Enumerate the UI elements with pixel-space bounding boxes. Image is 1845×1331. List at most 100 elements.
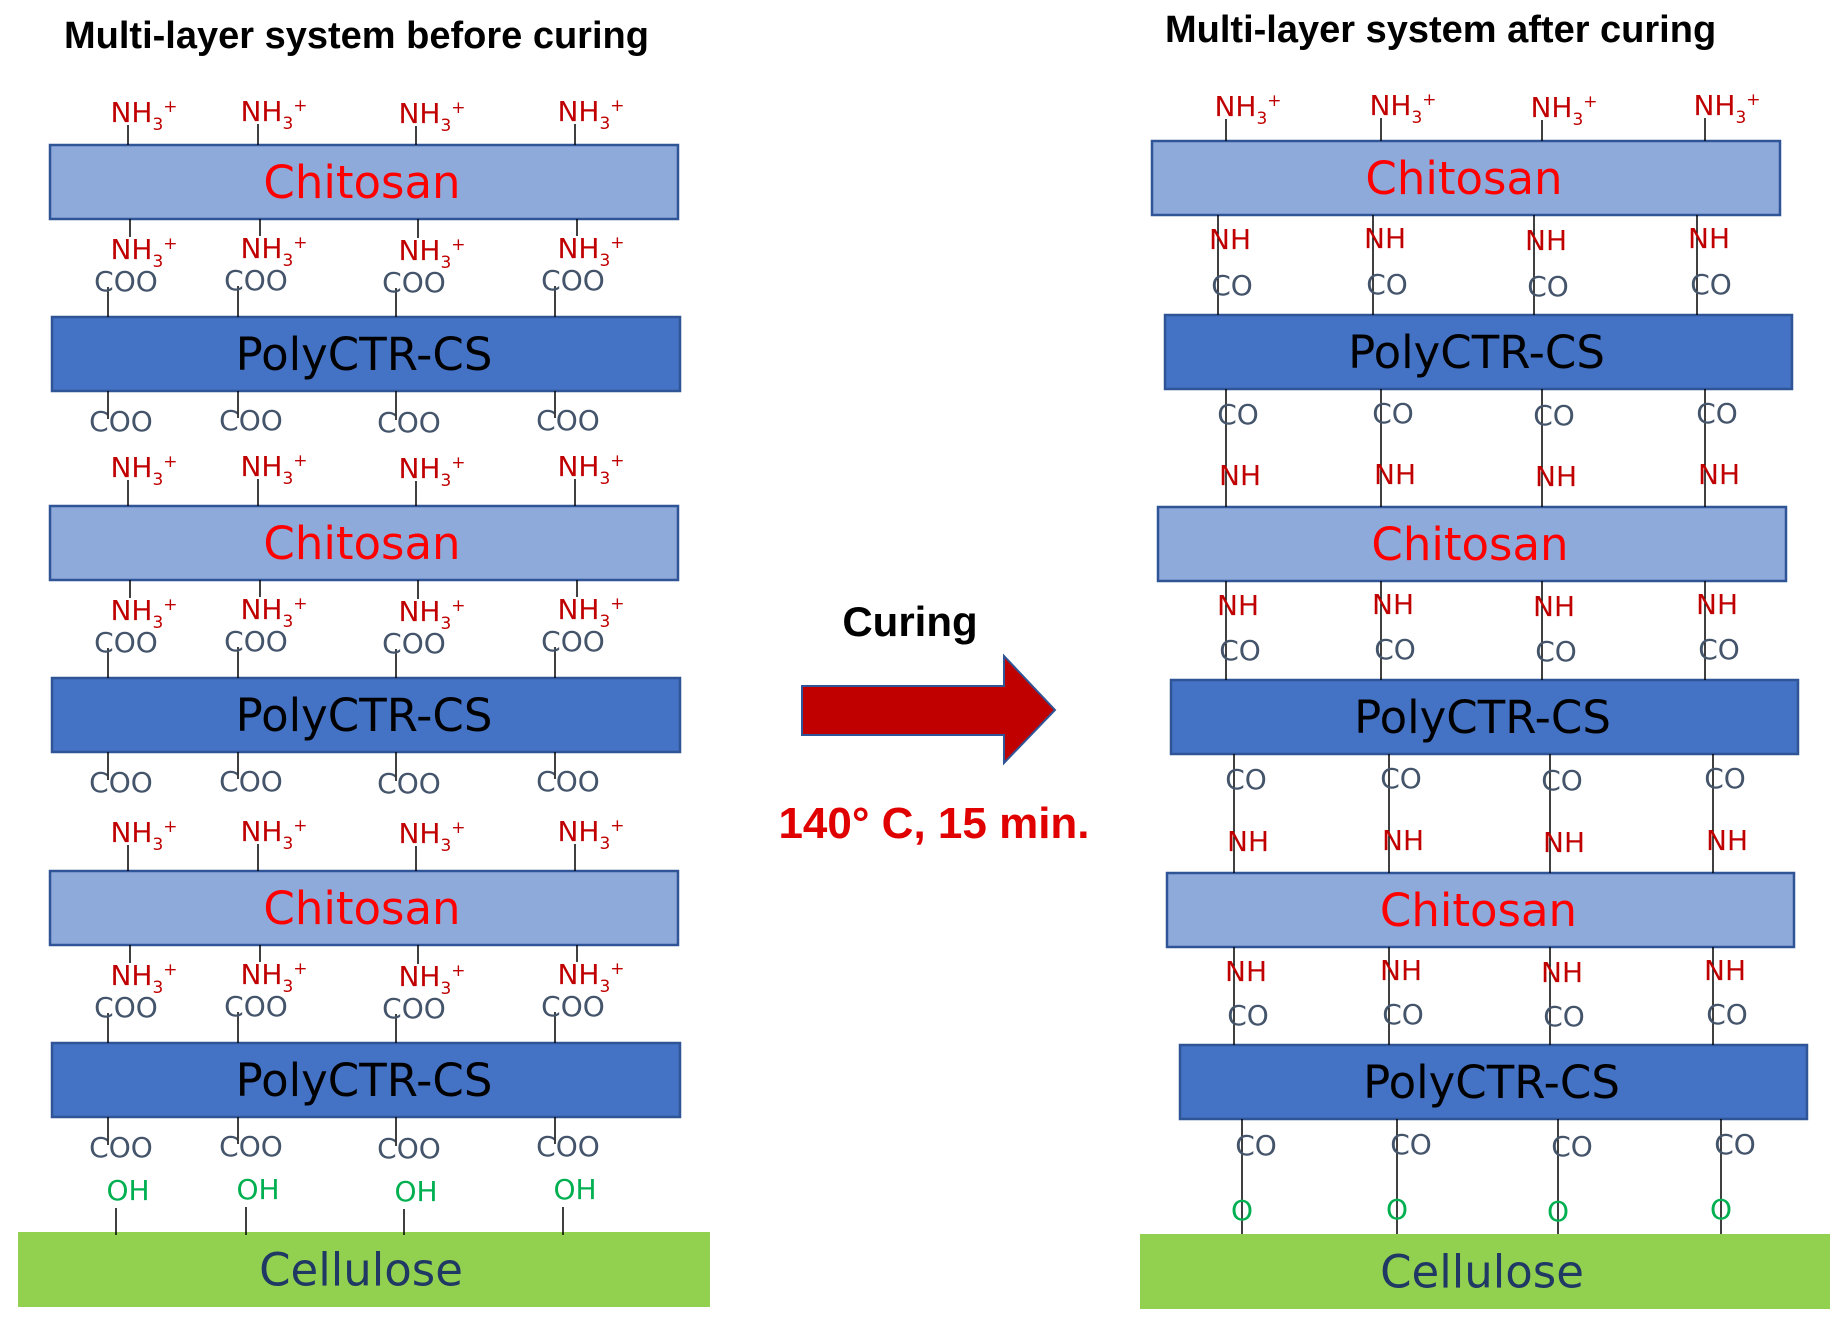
carboxylate-group: COO xyxy=(94,991,158,1024)
curing-process: Curing 140° C, 15 min. xyxy=(778,598,1089,848)
ammonium-group: NH3+ xyxy=(398,817,465,856)
amide-nh-group: NH xyxy=(1525,224,1567,257)
ester-co-group: CO xyxy=(1235,1129,1277,1162)
amide-nh-group: NH xyxy=(1541,956,1583,989)
carboxylate-group: COO xyxy=(536,404,600,437)
chitosan-layer: Chitosan xyxy=(1156,505,1788,583)
carboxylate-group: COO xyxy=(224,990,288,1023)
carboxylate-group: COO xyxy=(89,1131,153,1164)
chitosan-layer-box xyxy=(48,869,680,947)
ester-co-group: CO xyxy=(1551,1130,1593,1163)
chitosan-layer-box xyxy=(48,143,680,221)
carboxylate-group: COO xyxy=(219,1130,283,1163)
amide-co-group: CO xyxy=(1219,634,1261,667)
polyctr-layer-box xyxy=(50,676,682,754)
carboxylate-group: COO xyxy=(377,406,441,439)
ammonium-group: NH3+ xyxy=(1369,89,1436,128)
amide-co-group: CO xyxy=(1217,398,1259,431)
ammonium-group: NH3+ xyxy=(110,233,177,272)
amide-nh-group: NH xyxy=(1209,223,1251,256)
polyctr-layer-label: PolyCTR-CS xyxy=(1354,691,1611,744)
amide-nh-group: NH xyxy=(1227,825,1269,858)
ammonium-group: NH3+ xyxy=(557,815,624,854)
amide-nh-group: NH xyxy=(1696,588,1738,621)
hydroxyl-group: OH xyxy=(553,1173,596,1206)
amide-co-group: CO xyxy=(1527,270,1569,303)
ammonium-group: NH3+ xyxy=(557,450,624,489)
carboxylate-group: COO xyxy=(219,765,283,798)
polyctr-layer-box xyxy=(50,1041,682,1119)
carboxylate-group: COO xyxy=(89,405,153,438)
carboxylate-group: COO xyxy=(541,990,605,1023)
amide-co-group: CO xyxy=(1706,998,1748,1031)
polyctr-layer-box xyxy=(1163,313,1794,391)
carboxylate-group: COO xyxy=(536,765,600,798)
amide-co-group: CO xyxy=(1690,268,1732,301)
ammonium-group: NH3+ xyxy=(557,958,624,997)
hydroxyl-group: OH xyxy=(236,1173,279,1206)
amide-co-group: CO xyxy=(1541,764,1583,797)
polyctr-layer-label: PolyCTR-CS xyxy=(1348,326,1605,379)
carboxylate-group: COO xyxy=(377,767,441,800)
chitosan-layer: Chitosan xyxy=(1150,139,1782,217)
chitosan-layer: Chitosan xyxy=(48,143,680,221)
ammonium-group: NH3+ xyxy=(240,232,307,271)
amide-nh-group: NH xyxy=(1372,588,1414,621)
ammonium-group: NH3+ xyxy=(240,815,307,854)
ester-co-group: CO xyxy=(1714,1128,1756,1161)
carboxylate-group: COO xyxy=(382,992,446,1025)
amide-nh-group: NH xyxy=(1688,222,1730,255)
chitosan-layer-label: Chitosan xyxy=(263,882,460,935)
chitosan-layer: Chitosan xyxy=(48,869,680,947)
cellulose-layer-label: Cellulose xyxy=(259,1244,463,1297)
chitosan-layer-box xyxy=(1156,505,1788,583)
functional-groups-after: NH3+NH3+NH3+NH3+NHCONHCONHCONHCOCONHCONH… xyxy=(1209,89,1761,1234)
polyctr-layer-box xyxy=(1169,678,1800,756)
title-before-curing: Multi-layer system before curing xyxy=(64,15,649,57)
chitosan-layer: Chitosan xyxy=(1165,871,1796,949)
before-curing-system: ChitosanPolyCTR-CSChitosanPolyCTR-CSChit… xyxy=(18,95,710,1307)
amide-co-group: CO xyxy=(1225,763,1267,796)
amide-co-group: CO xyxy=(1372,397,1414,430)
polyctr-layer: PolyCTR-CS xyxy=(50,315,682,393)
ammonium-group: NH3+ xyxy=(398,234,465,273)
polyctr-layer: PolyCTR-CS xyxy=(50,676,682,754)
chitosan-layer-box xyxy=(1150,139,1782,217)
chitosan-layer: Chitosan xyxy=(48,504,680,582)
curing-arrow-icon xyxy=(801,653,1057,766)
cellulose-layer: Cellulose xyxy=(18,1232,710,1307)
amide-nh-group: NH xyxy=(1382,824,1424,857)
ammonium-group: NH3+ xyxy=(240,593,307,632)
ammonium-group: NH3+ xyxy=(1214,90,1281,129)
amide-co-group: CO xyxy=(1704,762,1746,795)
carboxylate-group: COO xyxy=(382,627,446,660)
amide-co-group: CO xyxy=(1533,399,1575,432)
carboxylate-group: COO xyxy=(541,264,605,297)
carboxylate-group: COO xyxy=(382,266,446,299)
hydroxyl-group: OH xyxy=(106,1174,149,1207)
chitosan-layer-label: Chitosan xyxy=(263,517,460,570)
amide-nh-group: NH xyxy=(1219,459,1261,492)
after-curing-system: ChitosanPolyCTR-CSChitosanPolyCTR-CSChit… xyxy=(1140,89,1830,1309)
amide-co-group: CO xyxy=(1380,762,1422,795)
polyctr-layer: PolyCTR-CS xyxy=(1169,678,1800,756)
ammonium-group: NH3+ xyxy=(240,958,307,997)
ammonium-group: NH3+ xyxy=(110,96,177,135)
polyctr-layer: PolyCTR-CS xyxy=(1178,1043,1809,1121)
amide-nh-group: NH xyxy=(1704,954,1746,987)
carboxylate-group: COO xyxy=(536,1130,600,1163)
cellulose-layer-box xyxy=(1140,1234,1830,1309)
ester-o-group: O xyxy=(1547,1195,1569,1228)
ammonium-group: NH3+ xyxy=(557,95,624,134)
chitosan-layer-label: Chitosan xyxy=(1380,884,1577,937)
amide-co-group: CO xyxy=(1374,633,1416,666)
amide-co-group: CO xyxy=(1227,999,1269,1032)
cellulose-layer: Cellulose xyxy=(1140,1234,1830,1309)
carboxylate-group: COO xyxy=(224,264,288,297)
amide-nh-group: NH xyxy=(1380,954,1422,987)
carboxylate-group: COO xyxy=(224,625,288,658)
ammonium-group: NH3+ xyxy=(1530,91,1597,130)
polyctr-layer-box xyxy=(1178,1043,1809,1121)
amide-co-group: CO xyxy=(1698,633,1740,666)
